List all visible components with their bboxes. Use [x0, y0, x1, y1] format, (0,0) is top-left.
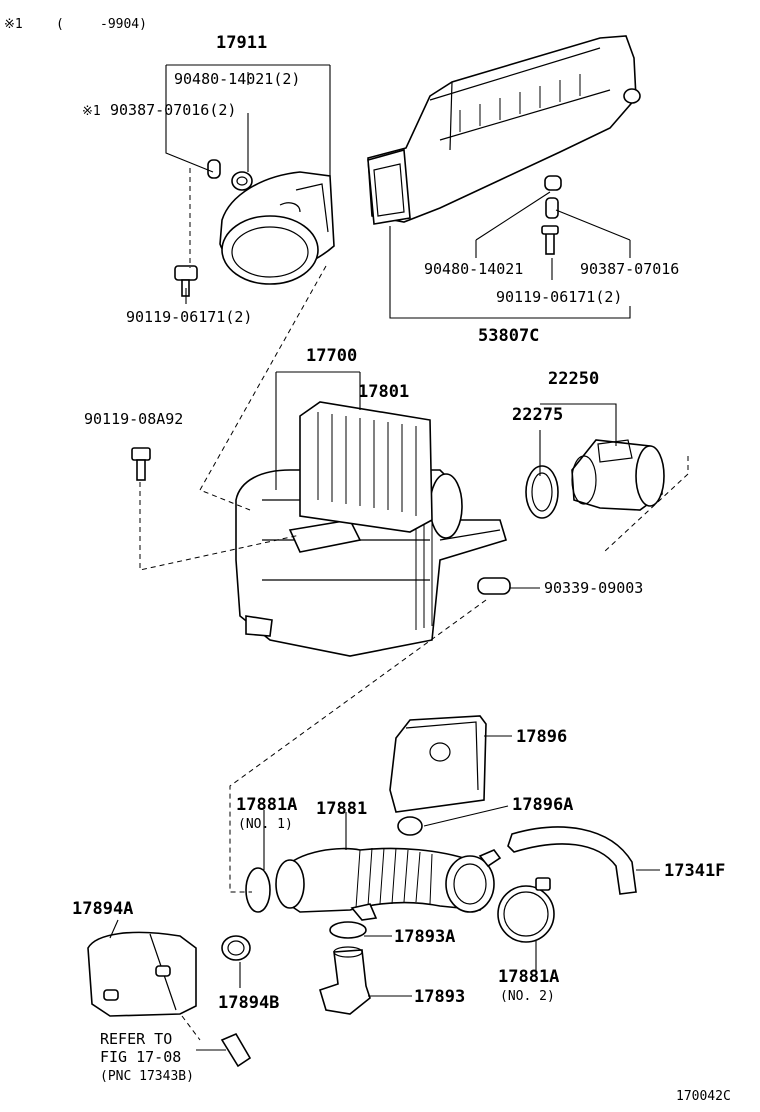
clamp-17894B — [221, 935, 251, 961]
hose-17893 — [319, 946, 371, 1015]
leader-lines — [109, 64, 660, 1051]
grommet-90339 — [477, 577, 511, 595]
resonator-17894A — [87, 931, 197, 1017]
label-17700: 17700 — [306, 346, 357, 366]
label-17881: 17881 — [316, 799, 367, 819]
applicability-note: ※1 ( -9904) — [4, 17, 147, 32]
label-17881A-no2: 17881A — [498, 967, 559, 987]
label-53807C: 53807C — [478, 326, 539, 346]
grommet-90387-top — [207, 159, 221, 179]
resonator-17896 — [389, 715, 487, 813]
label-90480-14021: 90480-14021 — [424, 260, 523, 278]
label-17893: 17893 — [414, 987, 465, 1007]
air-flow-meter-22250 — [571, 439, 665, 511]
label-90119-06171-2-left: 90119-06171(2) — [126, 308, 252, 326]
label-17894A: 17894A — [72, 899, 133, 919]
label-17881A-no2-sub: (NO. 2) — [500, 989, 555, 1004]
clamp-22275 — [525, 465, 559, 519]
label-90387-07016: 90387-07016 — [580, 260, 679, 278]
bolt-90119-08A92 — [131, 447, 151, 481]
label-17801: 17801 — [358, 382, 409, 402]
air-filter-element-17801 — [299, 401, 433, 533]
pipe-ref-17343B — [220, 1032, 252, 1068]
label-17881A-no1: 17881A — [236, 795, 297, 815]
label-17896A: 17896A — [512, 795, 573, 815]
hose-17341F — [507, 826, 637, 895]
intake-connector-17911 — [219, 171, 335, 285]
label-17881A-no1-sub: (NO. 1) — [238, 817, 293, 832]
air-intake-duct-53807C — [367, 35, 641, 225]
clamp-17893A — [329, 921, 367, 939]
label-90119-06171-2-right: 90119-06171(2) — [496, 288, 622, 306]
clamp-17896A — [397, 816, 423, 836]
clip-90480-right — [544, 175, 562, 191]
label-90119-08A92: 90119-08A92 — [84, 410, 183, 428]
label-22250: 22250 — [548, 369, 599, 389]
label-90387-mark: ※1 — [82, 104, 101, 119]
part-labels: 17911 90480-14021(2) ※1 90387-07016(2) 9… — [72, 33, 731, 1104]
note-mark: ※1 — [4, 17, 23, 32]
label-22275: 22275 — [512, 405, 563, 425]
note-paren: ( — [56, 17, 64, 32]
label-17894B: 17894B — [218, 993, 279, 1013]
label-90387-07016-2: 90387-07016(2) — [110, 101, 236, 119]
refer-line-2: FIG 17-08 — [100, 1048, 181, 1066]
intake-hose-17881 — [275, 847, 502, 921]
note-range: -9904) — [100, 17, 147, 32]
clamp-17881A-no2 — [497, 877, 555, 943]
label-17911: 17911 — [216, 33, 267, 53]
label-90480-14021-2: 90480-14021(2) — [174, 70, 300, 88]
assembly-dashed-lines — [139, 168, 689, 1041]
grommet-90387-right — [545, 197, 559, 219]
label-17896: 17896 — [516, 727, 567, 747]
refer-line-1: REFER TO — [100, 1030, 172, 1048]
label-90339-09003: 90339-09003 — [544, 579, 643, 597]
label-17893A: 17893A — [394, 927, 455, 947]
clip-90480-top — [231, 171, 253, 191]
clamp-17881A-no1 — [245, 867, 271, 913]
figure-code: 170042C — [676, 1089, 731, 1104]
bolt-90119-right — [541, 225, 559, 255]
label-17341F: 17341F — [664, 861, 725, 881]
refer-line-3: (PNC 17343B) — [100, 1069, 194, 1084]
